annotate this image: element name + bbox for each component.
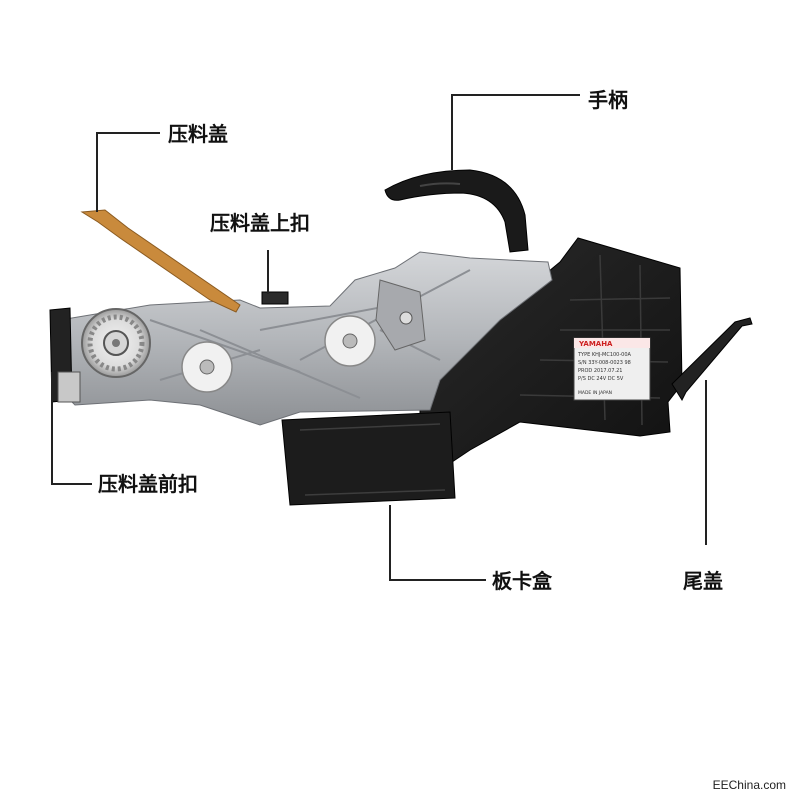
nameplate-brand: YAMAHA <box>578 340 613 348</box>
nameplate-line2: S/N 33Y-008-0023 98 <box>578 360 631 366</box>
nameplate-line5: MADE IN JAPAN <box>578 390 612 396</box>
leader-handle <box>451 94 580 170</box>
nameplate-line3: PROD 2017.07.21 <box>578 368 623 374</box>
leader-card-box <box>389 505 486 581</box>
handle-grip-ridges <box>419 182 461 187</box>
roller-left <box>181 341 233 393</box>
label-card-box: 板卡盒 <box>492 569 552 593</box>
watermark: EEChina.com <box>712 778 786 792</box>
label-press-cover-front-latch: 压料盖前扣 <box>98 472 198 496</box>
card-box <box>281 411 456 506</box>
press-cover-top-latch <box>261 291 289 305</box>
roller-right <box>324 315 376 367</box>
tail-cover <box>671 317 753 402</box>
card-box-edges <box>299 423 446 496</box>
leader-lines <box>51 94 707 581</box>
leader-front-latch <box>51 372 92 485</box>
leader-press-cover <box>96 132 160 212</box>
nameplate-line4: P/S DC 24V DC 5V <box>578 376 624 382</box>
sprocket-gear <box>81 308 151 378</box>
handle <box>384 169 529 253</box>
press-cover <box>80 209 241 313</box>
label-press-cover: 压料盖 <box>168 122 228 146</box>
nameplate-line1: TYPE KHJ-MC100-00A <box>577 352 632 358</box>
nameplate: YAMAHA TYPE KHJ-MC100-00A S/N 33Y-008-00… <box>573 337 651 401</box>
label-press-cover-top-latch: 压料盖上扣 <box>210 211 310 235</box>
metal-side-plate <box>59 251 553 426</box>
front-latch-block <box>57 371 81 403</box>
label-tail-cover: 尾盖 <box>683 569 723 593</box>
label-handle: 手柄 <box>588 88 628 112</box>
